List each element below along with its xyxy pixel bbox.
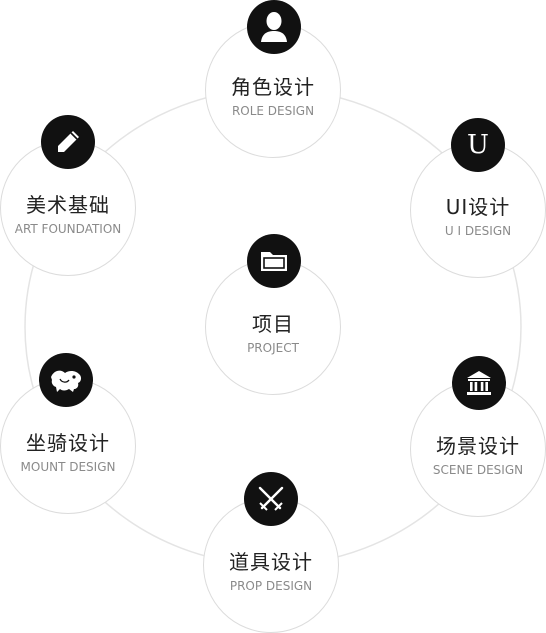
prop-design-title: 道具设计 (229, 550, 313, 574)
ui-design-title: UI设计 (445, 195, 511, 219)
creature-icon (39, 353, 93, 407)
scene-design-item[interactable]: 场景设计 SCENE DESIGN (410, 381, 546, 517)
project-subtitle: PROJECT (247, 341, 299, 355)
pencil-icon (41, 115, 95, 169)
temple-icon (452, 356, 506, 410)
mount-design-title: 坐骑设计 (26, 431, 110, 455)
role-design-subtitle: ROLE DESIGN (231, 104, 315, 118)
user-icon (247, 0, 301, 54)
scene-design-title: 场景设计 (436, 434, 520, 458)
prop-design-item[interactable]: 道具设计 PROP DESIGN (203, 497, 339, 633)
folder-icon (247, 234, 301, 288)
scene-design-subtitle: SCENE DESIGN (432, 463, 524, 477)
project-title: 项目 (252, 312, 294, 336)
role-design-title: 角色设计 (231, 75, 315, 99)
letter-u-icon: U (451, 118, 505, 172)
ui-design-subtitle: U I DESIGN (444, 224, 512, 238)
crossed-swords-icon (244, 472, 298, 526)
art-foundation-title: 美术基础 (26, 193, 110, 217)
art-foundation-subtitle: ART FOUNDATION (14, 222, 122, 236)
mount-design-subtitle: MOUNT DESIGN (20, 460, 116, 474)
prop-design-subtitle: PROP DESIGN (229, 579, 313, 593)
